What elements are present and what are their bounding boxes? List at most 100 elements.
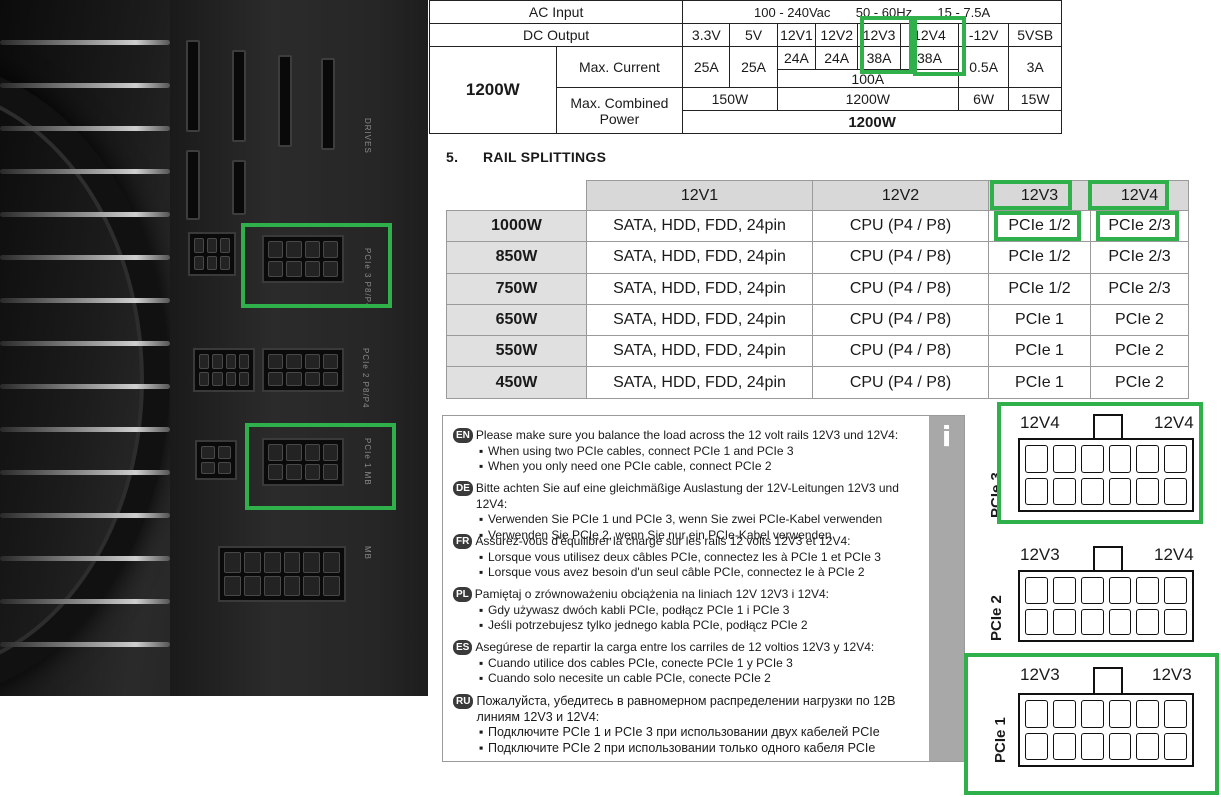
connector-right-rail: 12V4 <box>1154 545 1194 564</box>
lang-bullet: Lorsque vous avez besoin d'un seul câble… <box>453 565 923 581</box>
rail-header: 12V1 <box>776 23 817 47</box>
model-cell: 450W <box>446 366 587 399</box>
pcie3-socket <box>262 235 344 283</box>
info-strip: i <box>929 416 964 761</box>
rail-column-header: 12V2 <box>812 180 989 211</box>
rail-cell: PCIe 1/2 <box>988 272 1091 305</box>
model-cell: 750W <box>446 272 587 305</box>
grill-bar <box>0 556 170 561</box>
connector-name: PCIe 2 <box>988 595 1005 641</box>
rail-header: -12V <box>957 23 1010 47</box>
spec-12v3-highlight <box>860 16 913 74</box>
grill-bar <box>0 169 170 174</box>
pcie1-highlight <box>245 423 396 510</box>
rail-12v4-header-highlight <box>1088 180 1169 210</box>
grill-bar <box>0 427 170 432</box>
grill-bar <box>0 513 170 518</box>
rail-cell: CPU (P4 / P8) <box>812 303 989 337</box>
grill-bar <box>0 212 170 217</box>
model-cell: 650W <box>446 303 587 337</box>
rail-cell: CPU (P4 / P8) <box>812 335 989 368</box>
lang-badge: DE <box>453 481 473 496</box>
current-value: 3A <box>1008 46 1062 88</box>
drives-label: DRIVES <box>363 118 372 154</box>
lang-bullet: Gdy używasz dwóch kabli PCIe, podłącz PC… <box>453 603 923 619</box>
rail-cell: PCIe 1 <box>988 303 1091 337</box>
lang-bullet: Verwenden Sie PCIe 2, wenn Sie nur ein P… <box>453 528 923 544</box>
lang-badge: PL <box>453 587 472 602</box>
power-total: 1200W <box>682 110 1062 134</box>
rail-cell: PCIe 2 <box>1090 366 1189 399</box>
ac-current: 15 - 7.5A <box>937 4 991 20</box>
lang-bullet: Подключите PCIe 2 при использовании толь… <box>453 741 923 757</box>
rail-table: 12V1 12V2 12V3 12V4 1000W SATA, HDD, FDD… <box>446 180 1189 399</box>
rail-column-header: 12V1 <box>586 180 813 211</box>
connector-latch <box>1093 414 1123 440</box>
grill-bar <box>0 642 170 647</box>
table-row: 750W SATA, HDD, FDD, 24pin CPU (P4 / P8)… <box>446 272 1189 305</box>
current-value: 25A <box>729 46 778 88</box>
section-heading: 5. RAIL SPLITTINGS <box>446 149 606 165</box>
lang-text: Assurez-vous d'équilibrer la charge sur … <box>475 534 851 548</box>
pcie2-socket-a <box>193 348 255 392</box>
rail-cell: PCIe 1 <box>988 335 1091 368</box>
rail-header: 5V <box>729 23 778 47</box>
rail-cell: CPU (P4 / P8) <box>812 209 989 243</box>
connector-left-rail: 12V3 <box>1020 545 1060 564</box>
rail-header: 12V3 <box>857 23 901 47</box>
power-value: 15W <box>1008 87 1062 111</box>
power-value: 1200W <box>776 87 959 111</box>
rail-cell: SATA, HDD, FDD, 24pin <box>586 303 813 337</box>
lang-bullet: Lorsque vous utilisez deux câbles PCIe, … <box>453 550 923 566</box>
model-cell: 550W <box>446 335 587 368</box>
rail-cell: PCIe 2/3 <box>1090 241 1189 274</box>
table-row: 850W SATA, HDD, FDD, 24pin CPU (P4 / P8)… <box>446 241 1189 274</box>
pcie3-connector-highlight <box>997 402 1203 524</box>
lang-badge: FR <box>453 534 473 549</box>
current-value: 24A <box>815 46 859 70</box>
current-value: 38A <box>857 46 901 70</box>
current-value: 0.5A <box>957 46 1010 88</box>
dc-output-label: DC Output <box>428 23 684 47</box>
lang-text: Please make sure you balance the load ac… <box>475 428 899 442</box>
grill-bar <box>0 40 170 45</box>
section-title: RAIL SPLITTINGS <box>483 149 607 165</box>
pcie2-port-label: PCIe 2 P8/P4 <box>361 348 370 409</box>
ac-voltage: 100 - 240Vac <box>754 4 831 20</box>
rail-header: 5VSB <box>1008 23 1062 47</box>
pcie3-highlight <box>241 223 392 308</box>
rail-cell: SATA, HDD, FDD, 24pin <box>586 241 813 274</box>
max-combined-label: Max. Combined Power <box>555 87 684 134</box>
lang-badge: ES <box>453 640 473 655</box>
model-label: 1200W <box>429 46 557 134</box>
pcie1-connector-highlight <box>964 653 1219 795</box>
table-row: 550W SATA, HDD, FDD, 24pin CPU (P4 / P8)… <box>446 335 1189 368</box>
rail-cell: CPU (P4 / P8) <box>812 366 989 399</box>
rail-cell: PCIe 2 <box>1090 303 1189 337</box>
section-number: 5. <box>446 149 459 165</box>
model-cell: 1000W <box>446 209 587 243</box>
spec-12v4-highlight <box>913 16 966 76</box>
psu-photo: DRIVES PCIe 3 P8/P4 PCIe 2 P8/P4 PCIe 1 … <box>0 0 428 696</box>
rail-cell: SATA, HDD, FDD, 24pin <box>586 209 813 243</box>
lang-badge: RU <box>453 694 474 709</box>
grill-bar <box>0 83 170 88</box>
cpu-aux-socket <box>195 440 237 480</box>
connector-left-rail: 12V4 <box>1020 413 1060 432</box>
lang-bullet: Verwenden Sie PCIe 1 und PCIe 3, wenn Si… <box>453 512 923 528</box>
drive-slot <box>186 150 200 220</box>
max-current-label: Max. Current <box>555 46 684 88</box>
rail-1000w-12v4-highlight <box>1096 211 1179 241</box>
lang-bullet: Подключите PCIe 1 и PCIe 3 при использов… <box>453 725 923 741</box>
connector-left-rail: 12V3 <box>1020 665 1060 684</box>
drive-slot <box>232 160 246 215</box>
lang-bullet: When using two PCIe cables, connect PCIe… <box>453 444 923 460</box>
rail-column-header: 12V3 <box>988 180 1091 211</box>
connector-pcie1: PCIe 1 12V3 12V3 <box>970 655 1205 793</box>
model-cell: 850W <box>446 241 587 274</box>
